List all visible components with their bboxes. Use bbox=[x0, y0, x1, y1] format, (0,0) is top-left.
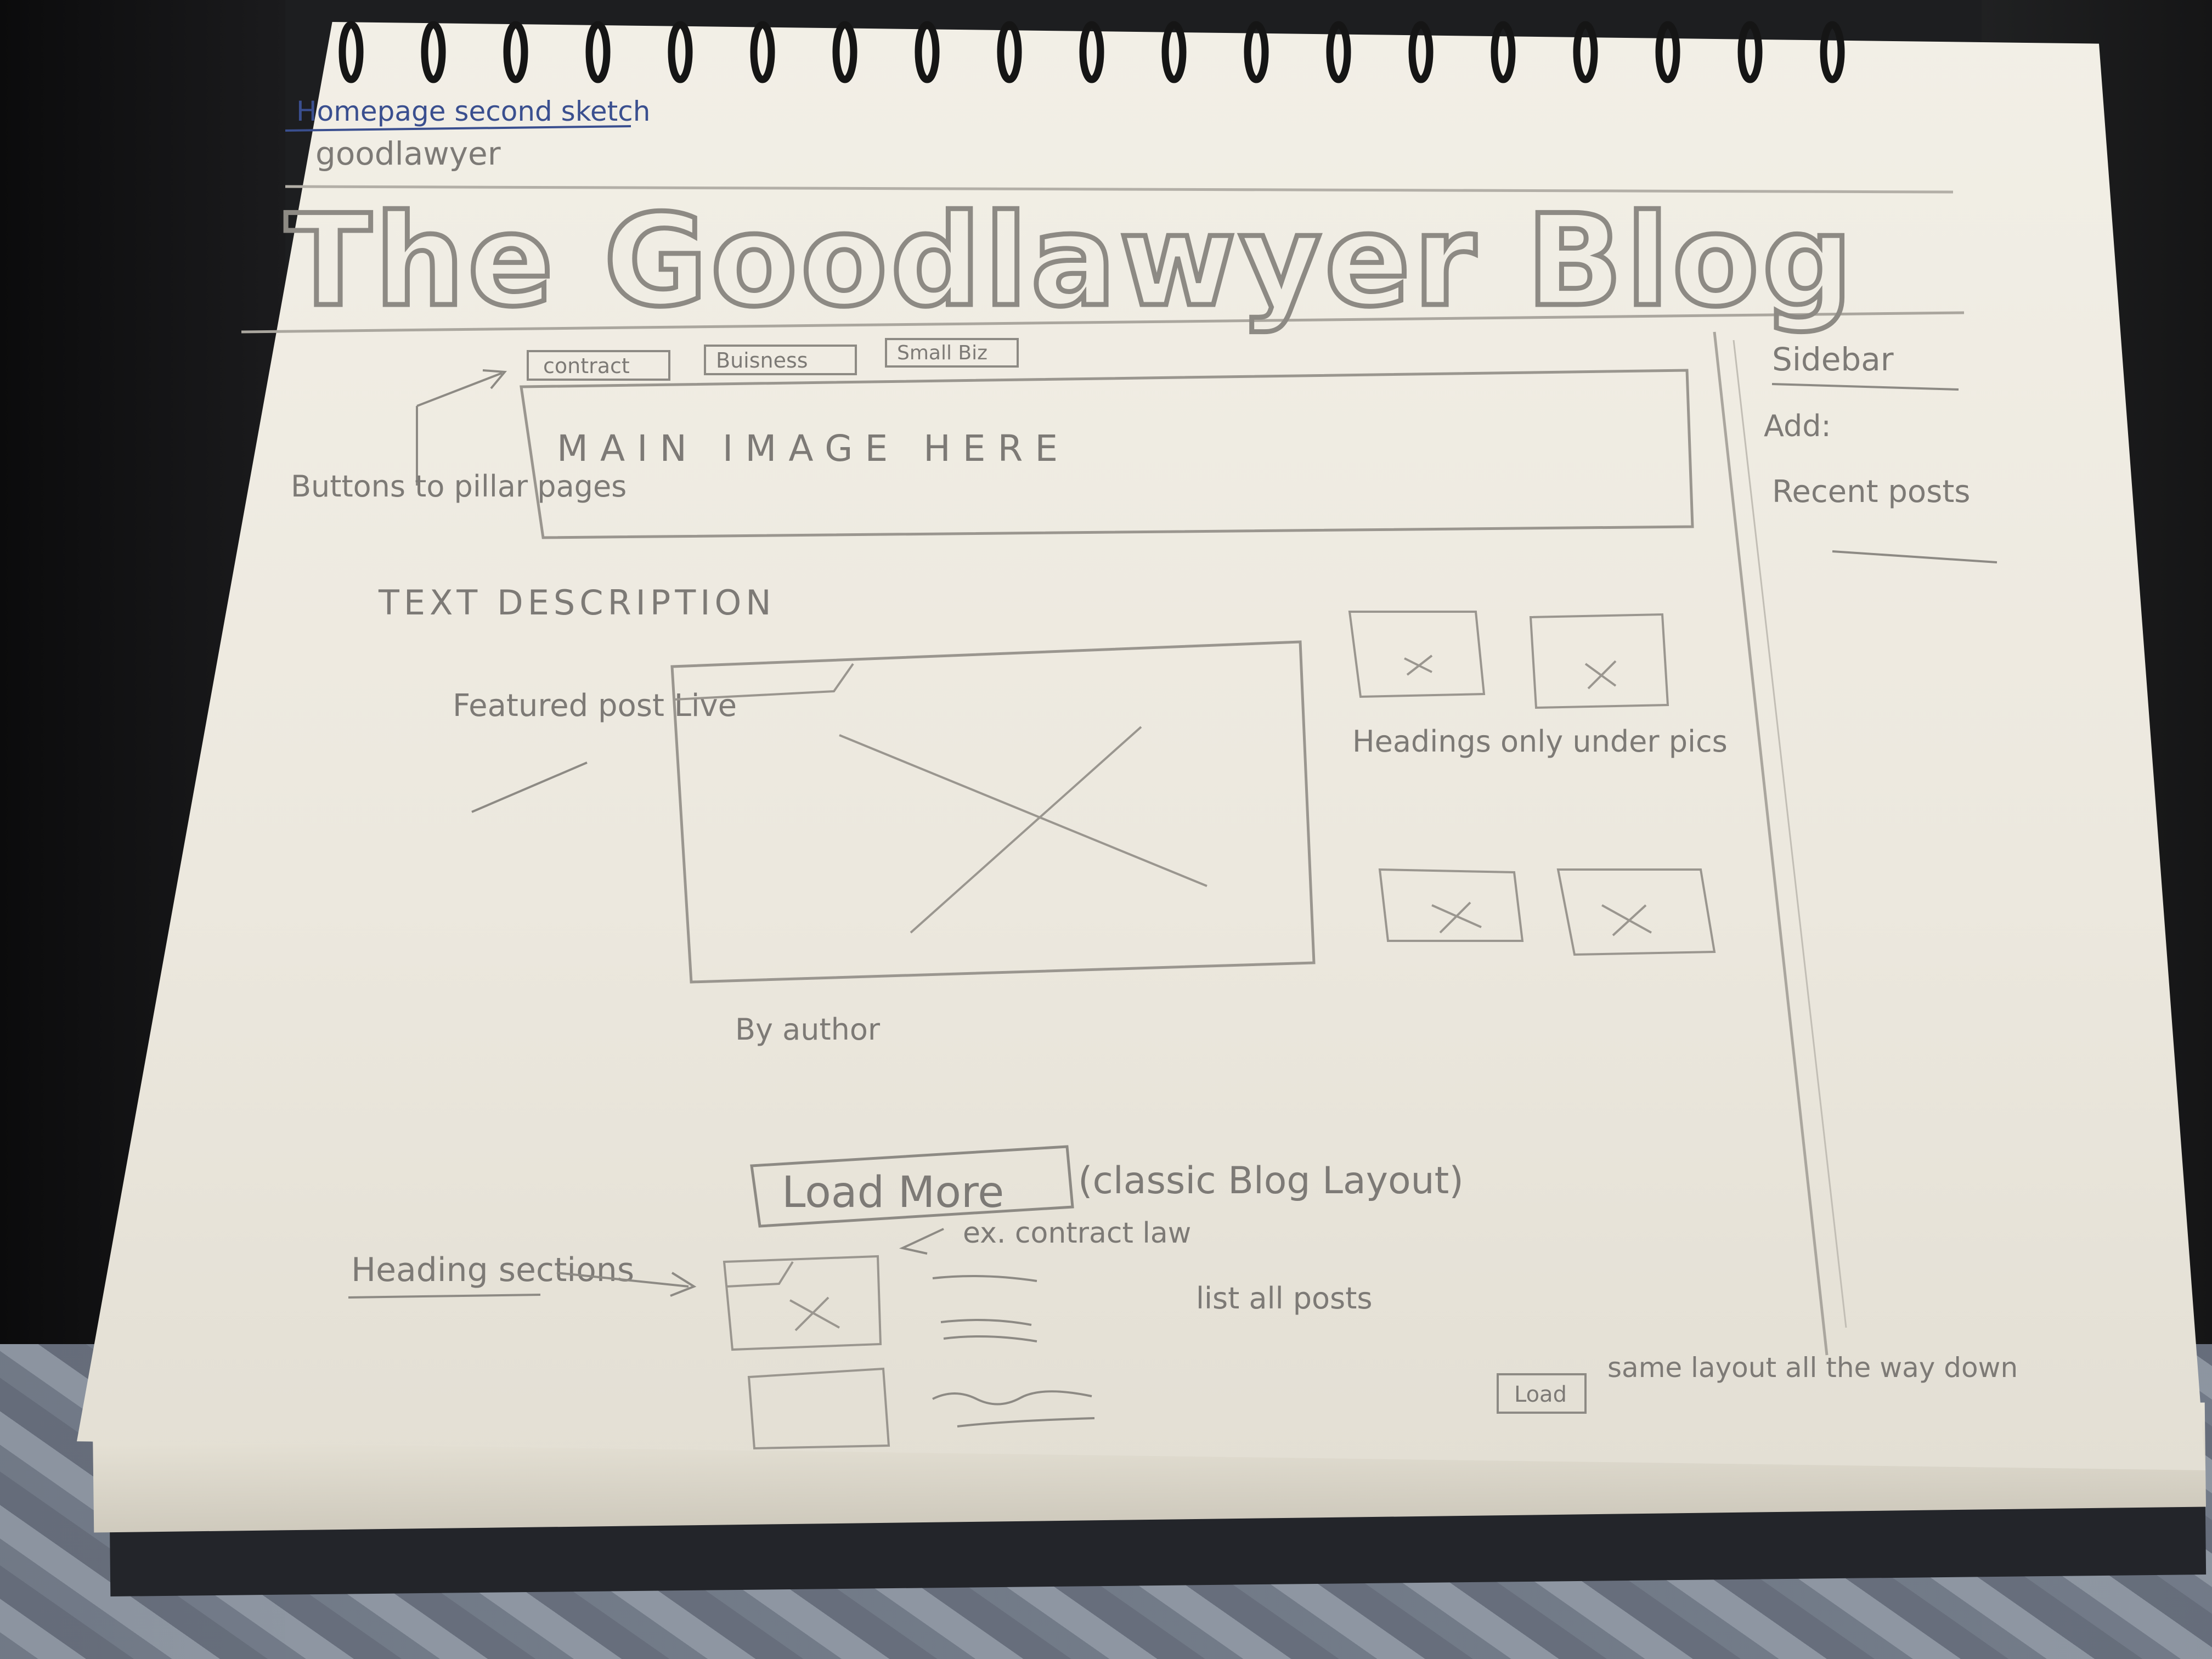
nav-button-business[interactable]: Buisness bbox=[704, 345, 857, 375]
nav-button-contract-label: contract bbox=[543, 354, 630, 378]
nav-button-business-label: Buisness bbox=[716, 348, 808, 373]
load-more-label: Load More bbox=[782, 1168, 1004, 1217]
title-rule-bottom bbox=[241, 311, 1965, 334]
section-post-thumb-1[interactable] bbox=[723, 1255, 882, 1351]
nav-button-small-biz-label: Small Biz bbox=[897, 342, 988, 364]
sidebar-add-label: Add: bbox=[1764, 409, 1831, 443]
note-header-link[interactable]: Homepage second sketch bbox=[296, 95, 650, 127]
sidebar-label: Sidebar bbox=[1772, 341, 1894, 378]
featured-label: Featured post Live bbox=[453, 688, 737, 724]
load-more-note: (classic Blog Layout) bbox=[1078, 1159, 1464, 1203]
same-layout-note: same layout all the way down bbox=[1607, 1352, 2018, 1384]
sketch-paper bbox=[77, 22, 2205, 1470]
main-image-placeholder: MAIN IMAGE HERE bbox=[520, 369, 1694, 539]
load-button-label: Load bbox=[1514, 1382, 1567, 1407]
featured-post-image[interactable] bbox=[670, 640, 1316, 984]
text-description: TEXT DESCRIPTION bbox=[378, 583, 776, 623]
load-more-button[interactable]: Load More bbox=[750, 1145, 1074, 1228]
sidebar-divider bbox=[1713, 331, 1829, 1356]
spiral-binding bbox=[338, 21, 1845, 83]
thumbnail-4[interactable] bbox=[1556, 868, 1716, 956]
heading-sections-label: Heading sections bbox=[351, 1251, 634, 1289]
nav-button-contract[interactable]: contract bbox=[527, 350, 670, 381]
sidebar-recent-posts[interactable]: Recent posts bbox=[1772, 474, 1970, 510]
thumbnail-1[interactable] bbox=[1348, 611, 1486, 698]
thumbnail-3[interactable] bbox=[1378, 868, 1524, 942]
nav-annotation: Buttons to pillar pages bbox=[291, 469, 627, 504]
nav-button-small-biz[interactable]: Small Biz bbox=[885, 338, 1019, 368]
thumbnail-2[interactable] bbox=[1529, 613, 1669, 709]
load-button[interactable]: Load bbox=[1497, 1373, 1587, 1414]
title-rule-top bbox=[285, 185, 1954, 194]
featured-side-note: Headings only under pics bbox=[1352, 724, 1728, 759]
site-title: The Goodlawyer Blog bbox=[285, 188, 1856, 335]
section-post-thumb-2[interactable] bbox=[747, 1367, 890, 1450]
main-image-label: MAIN IMAGE HERE bbox=[557, 427, 1070, 470]
featured-byline: By author bbox=[735, 1012, 881, 1047]
list-all-posts-note: list all posts bbox=[1196, 1281, 1373, 1316]
section-post-text-lines bbox=[932, 1275, 1095, 1427]
note-site-slug: goodlawyer bbox=[315, 135, 501, 172]
load-more-example: ex. contract law bbox=[963, 1217, 1191, 1250]
